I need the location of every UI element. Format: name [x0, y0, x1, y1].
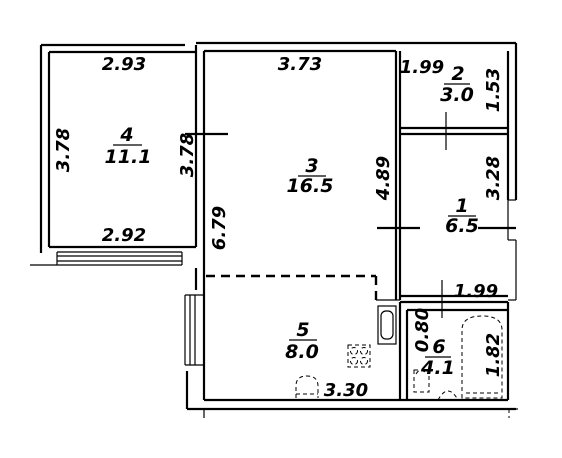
room-2-walls — [400, 112, 508, 150]
room-2-number: 2 — [451, 63, 464, 85]
room-1-area: 6.5 — [445, 215, 479, 237]
room-4-area: 11.1 — [105, 146, 152, 168]
zone-boundary — [206, 274, 378, 300]
room-4-outline — [39, 43, 198, 253]
dim-room1-right: 3.28 — [483, 156, 504, 200]
room-5-area: 8.0 — [285, 341, 319, 363]
entry-marks — [203, 408, 518, 418]
toilet-bathroom — [413, 369, 430, 393]
dim-room2-right: 1.53 — [483, 68, 504, 112]
dim-room3-top: 3.73 — [278, 54, 322, 75]
dim-room3-left: 6.79 — [209, 206, 230, 250]
sink-bathroom — [437, 390, 459, 401]
dim-door-width: 0.80 — [412, 308, 433, 352]
dim-room2-top: 1.99 — [400, 57, 444, 78]
dim-room5-bottom: 3.30 — [324, 380, 368, 401]
room-1-number: 1 — [455, 195, 468, 217]
room-2-area: 3.0 — [440, 84, 474, 106]
dim-room4-bottom: 2.92 — [102, 225, 146, 246]
room-4-number: 4 — [119, 124, 133, 146]
room-5-number: 5 — [296, 319, 309, 341]
vent-shaft — [376, 299, 400, 345]
stove — [347, 344, 371, 368]
outer-walls — [185, 41, 518, 411]
room-1-walls — [400, 199, 516, 318]
room-6-number: 6 — [432, 336, 445, 358]
bathtub — [461, 315, 503, 399]
dim-room4-top: 2.93 — [102, 54, 146, 75]
room-3-area: 16.5 — [287, 175, 334, 197]
room-3-number: 3 — [305, 155, 318, 177]
dim-room4-left: 3.78 — [53, 128, 74, 172]
dim-bath-length: 1.82 — [483, 333, 504, 377]
room-3-walls — [377, 51, 420, 300]
kitchen-sink — [295, 375, 319, 398]
room-6-area: 4.1 — [420, 357, 455, 379]
room-6-walls — [398, 240, 517, 400]
window-room-4 — [30, 251, 183, 266]
dim-room4-right: 3.78 — [177, 133, 198, 177]
window-corridor — [184, 294, 204, 366]
dim-room3-right: 4.89 — [373, 156, 394, 201]
dim-room1-bottom: 1.99 — [454, 281, 498, 302]
